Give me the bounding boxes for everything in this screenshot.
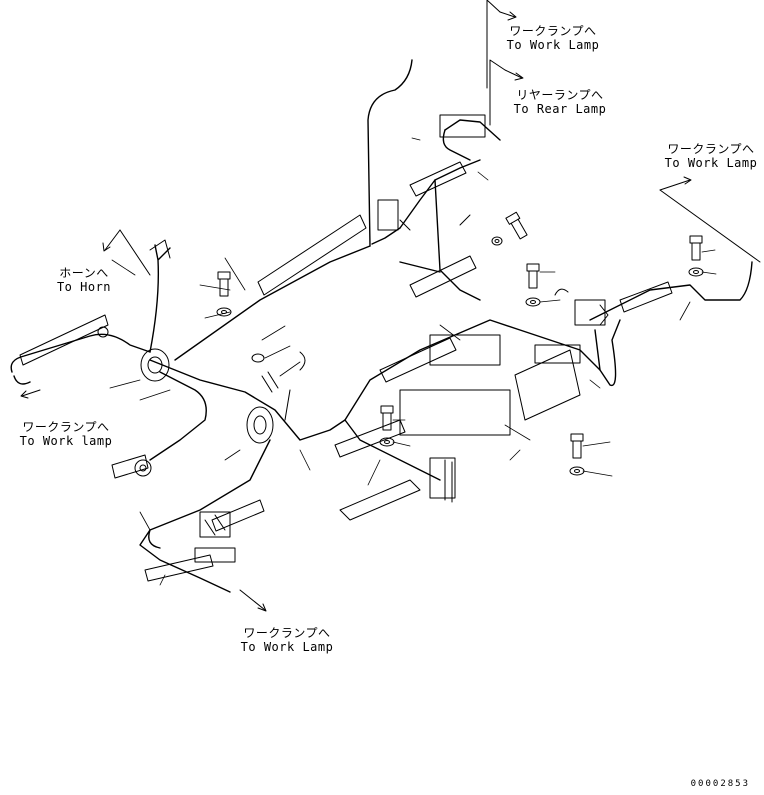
connectors [97,114,606,563]
callout-arrows [20,0,761,612]
leader-lines [109,137,717,586]
document-number: 00002853 [690,779,750,789]
callout-en: To Work lamp [19,434,113,448]
callout-work-lamp-right: ワークランプへ To Work Lamp [665,142,758,170]
callout-jp: リヤーランプへ [516,88,604,102]
callout-jp: ワークランプへ [509,24,597,38]
callout-en: To Work Lamp [506,38,600,52]
callout-horn: ホーンへ To Horn [57,266,111,294]
callout-jp: ワークランプへ [22,420,110,434]
callout-en: To Rear Lamp [513,102,607,116]
callout-jp: ワークランプへ [667,142,755,156]
clamp-bands [19,161,673,582]
wire-ends [149,214,609,536]
callout-en: To Work Lamp [664,156,758,170]
callout-work-lamp-left: ワークランプへ To Work lamp [20,420,113,448]
callout-work-lamp-bottom: ワークランプへ To Work Lamp [241,626,334,654]
harness-cables [10,59,753,593]
bolts-and-washers [216,211,704,476]
callout-jp: ワークランプへ [243,626,331,640]
callout-jp: ホーンへ [59,266,109,280]
callout-en: To Horn [56,280,112,294]
callout-rear-lamp: リヤーランプへ To Rear Lamp [514,88,607,116]
callout-en: To Work Lamp [240,640,334,654]
callout-work-lamp-top: ワークランプへ To Work Lamp [507,24,600,52]
